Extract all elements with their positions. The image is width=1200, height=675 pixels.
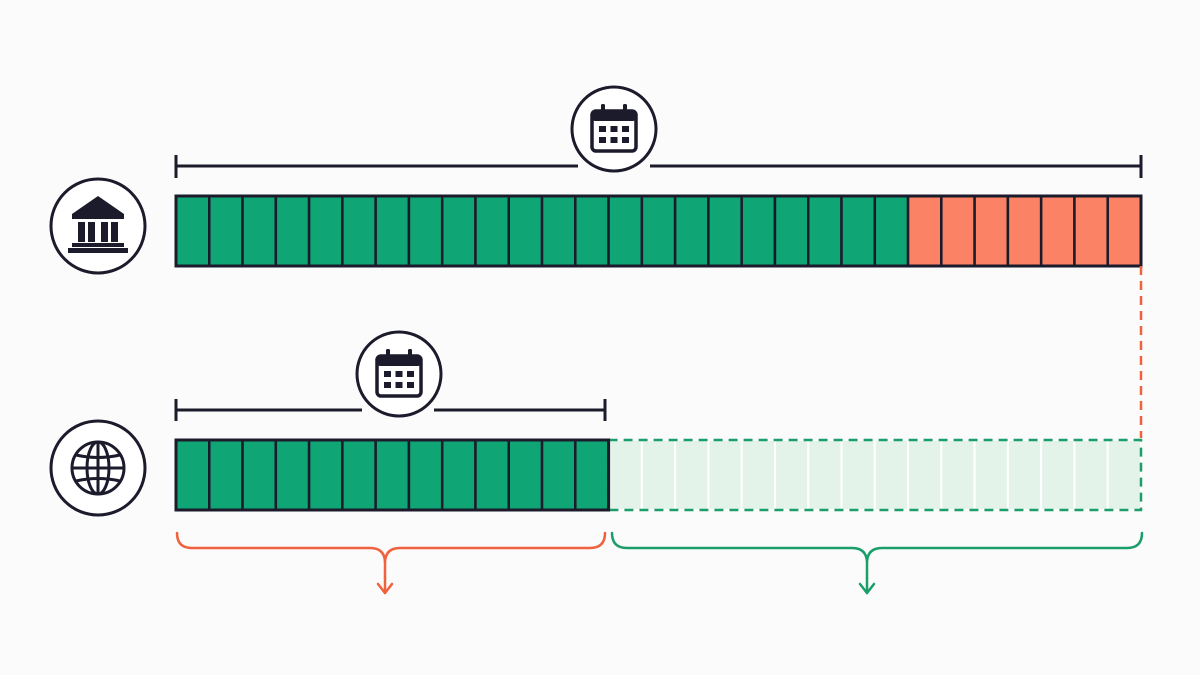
- global-remaining-cell: [940, 439, 976, 511]
- bank-filled-cell: [574, 194, 610, 268]
- global-filled-cell: [474, 438, 511, 512]
- bank-bar-outline: [174, 194, 1143, 268]
- bank-timeline-bar: [174, 194, 1143, 268]
- global-filled-cell: [374, 438, 411, 512]
- global-filled-cell: [208, 438, 244, 512]
- global-filled-cell: [274, 438, 311, 512]
- bank-filled-cell: [607, 194, 644, 268]
- bank-overdue-cell: [906, 194, 943, 268]
- bank-filled-cell: [174, 194, 211, 268]
- global-filled-cell: [174, 438, 211, 512]
- bank-filled-cell: [507, 194, 544, 268]
- global-remaining-cell: [907, 439, 943, 511]
- filled-period-bracket: [175, 531, 607, 595]
- bank-filled-cell: [407, 194, 444, 268]
- global-remaining-cell: [807, 439, 843, 511]
- bank-overdue-cell: [1039, 194, 1076, 268]
- global-remaining-cell: [1106, 439, 1142, 511]
- bank-filled-cell: [740, 194, 777, 268]
- bank-filled-cell: [474, 194, 511, 268]
- bank-filled-cell: [208, 194, 244, 268]
- bank-filled-cell: [673, 194, 710, 268]
- bank-filled-cell: [707, 194, 743, 268]
- global-remaining-cell: [640, 439, 677, 511]
- global-remaining-cell: [973, 439, 1009, 511]
- global-duration-span: [174, 399, 607, 421]
- global-filled-cell: [574, 438, 610, 512]
- calendar-icon: [355, 330, 443, 418]
- global-filled-cell: [540, 438, 577, 512]
- global-filled-cell: [407, 438, 444, 512]
- global-remaining-cell: [1040, 439, 1076, 511]
- global-remaining-cell: [674, 439, 710, 511]
- bank-overdue-cell: [1073, 194, 1109, 268]
- global-filled-cell: [307, 438, 344, 512]
- bank-overdue-cell: [940, 194, 976, 268]
- global-remaining-cell: [740, 439, 776, 511]
- bank-filled-cell: [374, 194, 411, 268]
- bank-filled-cell: [873, 194, 910, 268]
- global-timeline-bar: [174, 438, 1143, 512]
- bank-overdue-cell: [1006, 194, 1043, 268]
- bank-filled-cell: [440, 194, 477, 268]
- bank-icon: [49, 177, 147, 275]
- bank-overdue-cell: [1106, 194, 1143, 268]
- global-filled-cell: [507, 438, 544, 512]
- global-filled-cell: [241, 438, 278, 512]
- global-remaining-cell: [1073, 439, 1109, 511]
- bank-filled-cell: [840, 194, 877, 268]
- global-remaining-cell: [1006, 439, 1043, 511]
- global-remaining-cell: [607, 439, 643, 511]
- bank-filled-cell: [307, 194, 344, 268]
- global-filled-cell: [341, 438, 377, 512]
- bank-filled-cell: [274, 194, 311, 268]
- calendar-icon: [570, 85, 658, 173]
- bank-filled-cell: [640, 194, 677, 268]
- global-remaining-cell: [840, 439, 876, 511]
- bank-overdue-cell: [973, 194, 1010, 268]
- global-remaining-cell: [773, 439, 810, 511]
- bank-filled-cell: [806, 194, 843, 268]
- bank-filled-cell: [241, 194, 278, 268]
- globe-icon: [49, 419, 147, 517]
- remaining-period-bracket: [610, 531, 1144, 595]
- global-remaining-cell: [707, 439, 743, 511]
- bank-filled-cell: [540, 194, 577, 268]
- global-bar-outline: [174, 438, 611, 512]
- bank-filled-cell: [773, 194, 810, 268]
- global-filled-cell: [440, 438, 477, 512]
- bank-duration-span: [174, 155, 1143, 178]
- global-remaining-cell: [873, 439, 910, 511]
- bank-filled-cell: [341, 194, 377, 268]
